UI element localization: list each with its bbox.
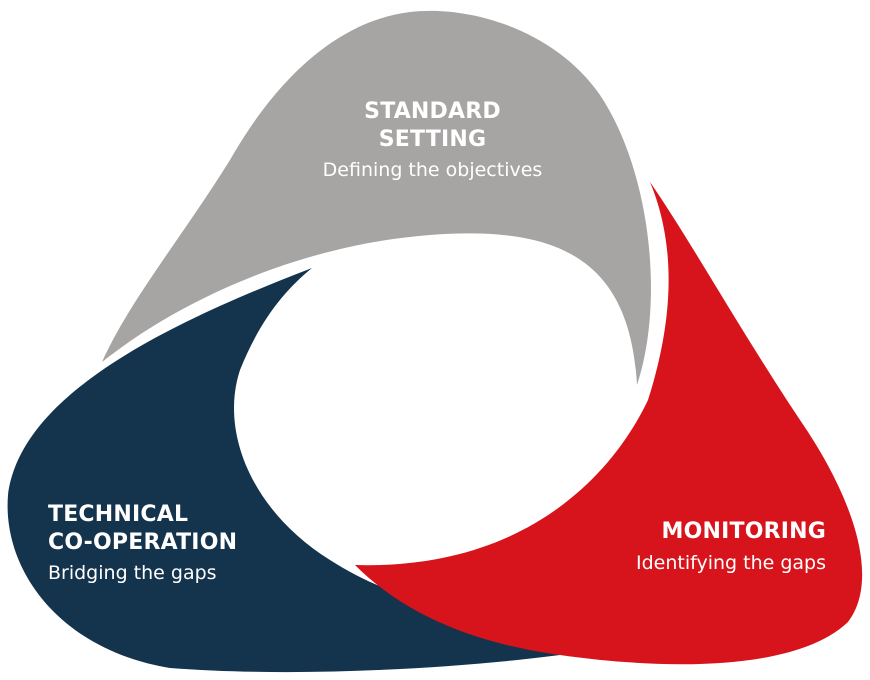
monitoring-subtitle: Identifying the gaps	[635, 551, 826, 574]
standard-setting-subtitle: Defining the objectives	[322, 159, 543, 181]
segment-technical-cooperation	[7, 268, 560, 673]
technical-cooperation-label: TECHNICAL CO-OPERATION Bridging the gaps	[48, 501, 328, 586]
monitoring-title: MONITORING	[661, 519, 826, 544]
segment-standard-setting	[102, 10, 651, 386]
monitoring-label: MONITORING Identifying the gaps	[560, 518, 826, 575]
standard-setting-title-line2: SETTING	[378, 126, 487, 152]
segment-monitoring	[355, 182, 863, 665]
technical-cooperation-title-line1: TECHNICAL	[48, 502, 189, 527]
technical-cooperation-title-line2: CO-OPERATION	[48, 529, 238, 555]
standard-setting-label: STANDARD SETTING Defining the objectives	[260, 98, 605, 183]
standard-setting-title-line1: STANDARD	[364, 99, 501, 124]
technical-cooperation-subtitle: Bridging the gaps	[48, 562, 217, 584]
